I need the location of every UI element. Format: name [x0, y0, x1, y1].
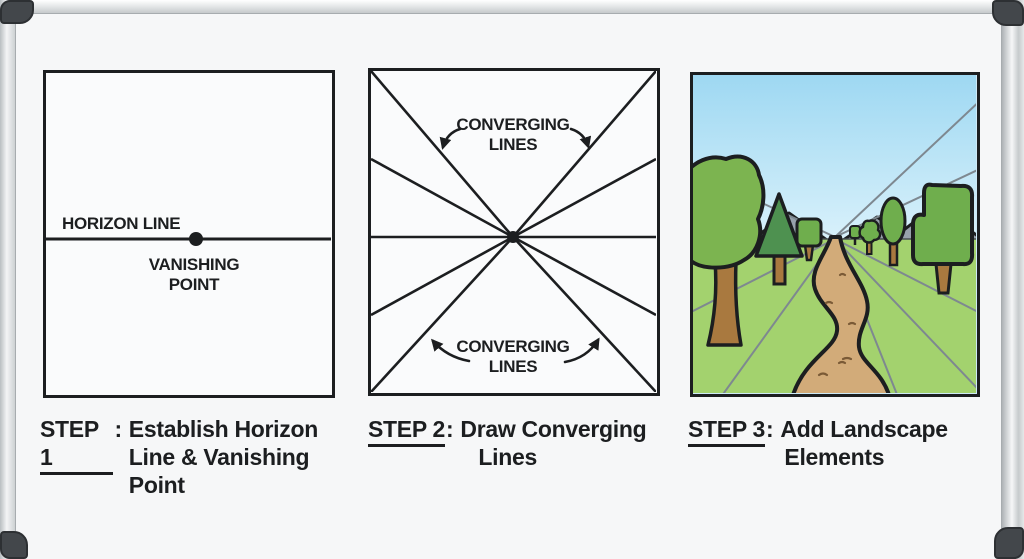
- step1-caption: STEP 1 : Establish Horizon Line & Vanish…: [40, 415, 360, 499]
- blocky-tree-trunk: [934, 262, 953, 295]
- step2-caption: STEP 2 : Draw Converging Lines: [368, 415, 668, 471]
- whiteboard-frame-top: [0, 0, 1024, 14]
- big-blocky-tree: [911, 182, 975, 295]
- frame-corner-bottom-right: [994, 527, 1024, 559]
- pine-canopy: [754, 192, 804, 258]
- blobby-tree: [858, 219, 882, 255]
- step3-caption-text: Add Landscape Elements: [780, 415, 948, 471]
- vanishing-point-dot: [189, 232, 203, 246]
- step2-drawing: [371, 71, 656, 392]
- step1-colon: :: [114, 416, 122, 442]
- frame-corner-top-right: [992, 0, 1024, 26]
- label-arrows: [431, 127, 600, 364]
- vanishing-label-line1: VANISHING: [148, 255, 240, 274]
- landscape-drawing: [693, 75, 976, 393]
- pine-tree: [754, 192, 804, 286]
- tree-trunk: [706, 259, 743, 347]
- tree-canopy: [693, 154, 766, 270]
- whiteboard-frame-left: [0, 0, 16, 559]
- step1-panel: HORIZON LINE VANISHING POINT: [43, 70, 335, 398]
- small-box-tree: [795, 217, 823, 262]
- vanishing-point-label: VANISHING POINT: [114, 255, 274, 295]
- pine-trunk: [772, 253, 787, 286]
- whiteboard-frame-right: [1001, 0, 1024, 559]
- step1-drawing: [46, 232, 331, 246]
- step3-label: STEP 3: [688, 415, 765, 448]
- vanishing-label-line2: POINT: [168, 275, 220, 295]
- blocky-tree-canopy: [911, 182, 975, 267]
- top-label-line2: LINES: [488, 135, 538, 155]
- step2-colon: :: [446, 416, 454, 442]
- converging-lines-label-top: CONVERGING LINES: [413, 115, 613, 155]
- oval-tree: [879, 196, 907, 267]
- converging-lines: [371, 71, 656, 392]
- big-left-tree: [693, 154, 766, 347]
- step1-caption-line1: Establish Horizon: [128, 416, 318, 442]
- step3-caption-line1: Add Landscape: [780, 416, 948, 442]
- step2-caption-line2: Lines: [478, 444, 537, 471]
- step3-panel: [690, 72, 980, 397]
- arrow-top-left-icon: [439, 127, 462, 150]
- step1-caption-line2: Line & Vanishing Point: [128, 444, 310, 499]
- arrow-bottom-right-icon: [563, 337, 600, 364]
- frame-corner-bottom-left: [0, 531, 28, 559]
- step2-label: STEP 2: [368, 415, 445, 448]
- step1-label: STEP 1: [40, 415, 114, 476]
- vanishing-point-dot: [507, 231, 519, 243]
- arrow-bottom-left-icon: [431, 338, 471, 363]
- blobby-tree-canopy: [858, 219, 882, 244]
- path-pebbles: [817, 272, 857, 377]
- step2-panel: CONVERGING LINES CONVERGING LINES: [368, 68, 660, 396]
- step1-caption-text: Establish Horizon Line & Vanishing Point: [129, 415, 360, 499]
- step3-colon: :: [766, 416, 774, 442]
- top-label-line1: CONVERGING: [456, 115, 570, 134]
- oval-tree-canopy: [879, 196, 907, 246]
- step2-caption-text: Draw Converging Lines: [460, 415, 646, 471]
- horizon-line-label: HORIZON LINE: [62, 214, 181, 233]
- bottom-label-line2: LINES: [488, 357, 538, 377]
- frame-corner-top-left: [0, 0, 34, 24]
- winding-path: [791, 235, 891, 393]
- step3-caption-line2: Elements: [784, 444, 885, 471]
- small-tree-canopy: [795, 217, 823, 248]
- step2-caption-line1: Draw Converging: [460, 416, 647, 442]
- converging-lines-label-bottom: CONVERGING LINES: [413, 337, 613, 377]
- arrow-top-right-icon: [569, 127, 592, 149]
- step3-caption: STEP 3 : Add Landscape Elements: [688, 415, 998, 471]
- bottom-label-line1: CONVERGING: [456, 337, 570, 356]
